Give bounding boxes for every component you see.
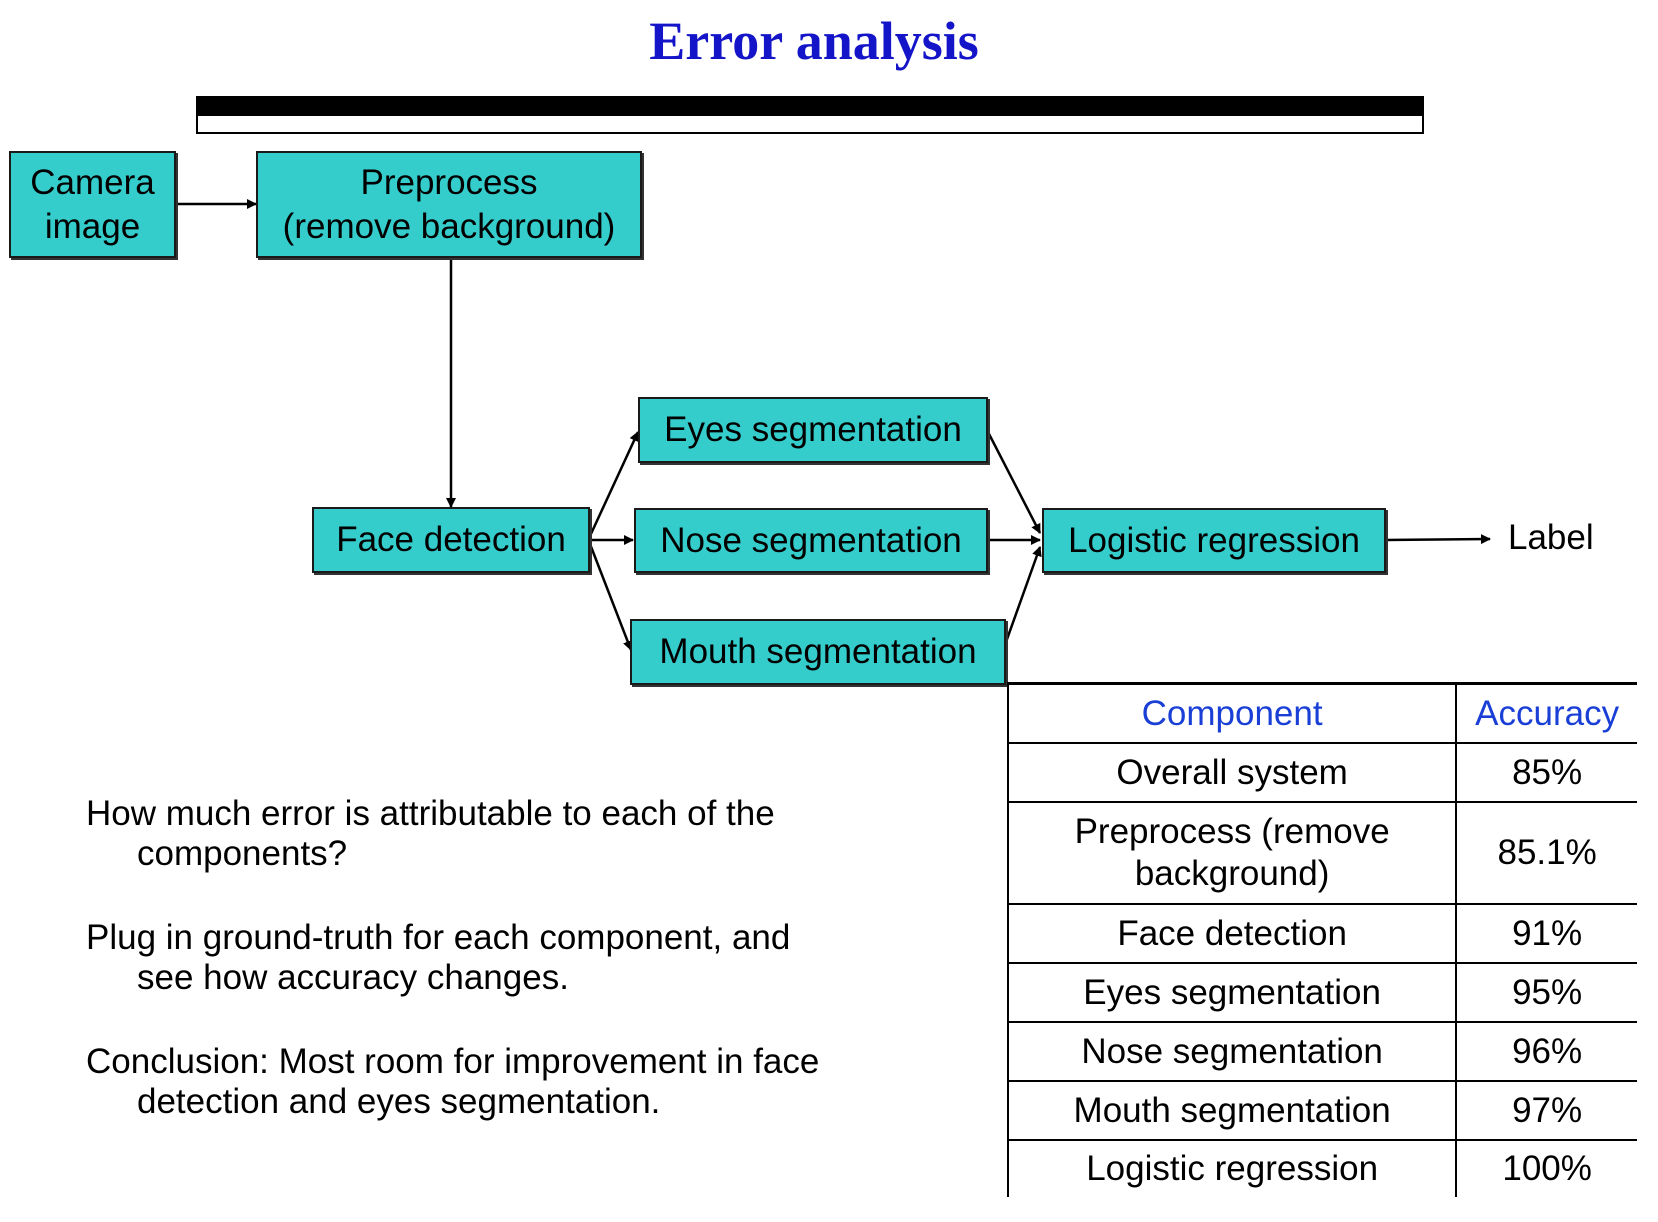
page-title: Error analysis [649, 11, 979, 71]
table-header-row: Component Accuracy [1006, 682, 1637, 744]
face-detection-box: Face detection [312, 507, 590, 573]
table-row: Preprocess (remove background) 85.1% [1006, 801, 1637, 905]
camera-image-box: Camera image [9, 151, 176, 258]
table-row: Eyes segmentation 95% [1006, 962, 1637, 1023]
cell-accuracy: 95% [1456, 962, 1637, 1023]
cell-component: Face detection [1006, 903, 1458, 964]
arrow-face-to-eyes [588, 431, 640, 537]
cell-component: Mouth segmentation [1006, 1080, 1458, 1141]
note-1-line-1: How much error is attributable to each o… [86, 794, 775, 833]
logistic-regression-box: Logistic regression [1042, 508, 1386, 573]
note-3: Conclusion: Most room for improvement in… [86, 1042, 886, 1122]
header-component: Component [1006, 682, 1458, 744]
cell-accuracy: 97% [1456, 1080, 1637, 1141]
title-rule-underline [196, 116, 1424, 134]
arrow-face-to-mouth [588, 543, 633, 651]
preprocess-box: Preprocess (remove background) [256, 151, 642, 258]
table-row: Nose segmentation 96% [1006, 1021, 1637, 1082]
cell-component: Logistic regression [1006, 1139, 1458, 1197]
note-2-line-1: Plug in ground-truth for each component,… [86, 918, 791, 957]
note-3-line-1: Conclusion: Most room for improvement in… [86, 1042, 820, 1081]
output-label: Label [1508, 518, 1594, 557]
accuracy-table: Component Accuracy Overall system 85% Pr… [1006, 682, 1637, 1197]
cell-accuracy: 100% [1456, 1139, 1637, 1197]
cell-component: Eyes segmentation [1006, 962, 1458, 1023]
eyes-segmentation-box: Eyes segmentation [638, 397, 988, 463]
header-accuracy: Accuracy [1456, 682, 1637, 744]
arrow-eyes-to-logistic [986, 431, 1042, 534]
cell-component: Preprocess (remove background) [1006, 801, 1458, 905]
cell-accuracy: 85.1% [1456, 801, 1637, 905]
note-1: How much error is attributable to each o… [86, 794, 886, 874]
arrow-logistic-to-label [1385, 534, 1491, 545]
table-row: Logistic regression 100% [1006, 1139, 1637, 1197]
note-2: Plug in ground-truth for each component,… [86, 918, 886, 998]
cell-accuracy: 96% [1456, 1021, 1637, 1082]
cell-accuracy: 85% [1456, 742, 1637, 803]
table-row: Overall system 85% [1006, 742, 1637, 803]
note-1-line-2: components? [137, 834, 348, 873]
table-row: Mouth segmentation 97% [1006, 1080, 1637, 1141]
arrow-mouth-to-logistic [1004, 546, 1042, 643]
cell-accuracy: 91% [1456, 903, 1637, 964]
nose-segmentation-box: Nose segmentation [634, 508, 988, 573]
note-2-line-2: see how accuracy changes. [137, 958, 569, 997]
cell-component: Nose segmentation [1006, 1021, 1458, 1082]
note-3-line-2: detection and eyes segmentation. [137, 1082, 661, 1121]
mouth-segmentation-box: Mouth segmentation [630, 619, 1006, 685]
cell-component: Overall system [1006, 742, 1458, 803]
title-rule [196, 96, 1424, 116]
table-row: Face detection 91% [1006, 903, 1637, 964]
